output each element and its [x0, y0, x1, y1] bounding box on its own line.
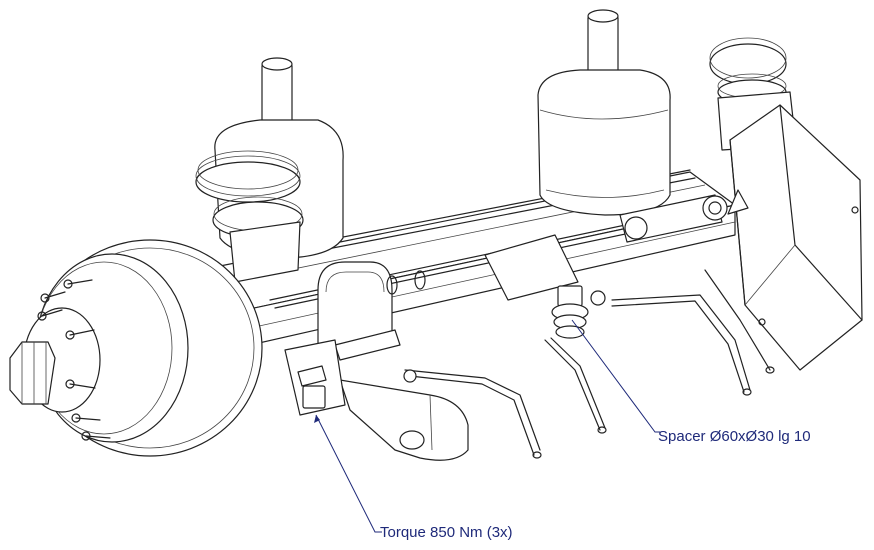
shock-absorber: [619, 189, 749, 243]
link-rods: [404, 269, 775, 459]
hub-nut: [9, 341, 56, 405]
left-bracket: [284, 339, 346, 416]
air-spring-middle: [537, 9, 671, 216]
spacer-callout-label: Spacer Ø60xØ30 lg 10: [658, 428, 811, 445]
callout-leaders: [314, 319, 660, 533]
spacer-bolt-assembly: [403, 285, 606, 383]
right-bracket: [729, 104, 863, 371]
spacer-plate: [484, 234, 579, 301]
brake-drum-left: [23, 239, 263, 457]
trailing-arm: [339, 379, 469, 461]
u-bolt-clamp: [317, 261, 426, 361]
torque-callout-label: Torque 850 Nm (3x): [380, 524, 513, 541]
air-spring-left: [195, 57, 344, 283]
wheel-studs: [37, 279, 111, 441]
